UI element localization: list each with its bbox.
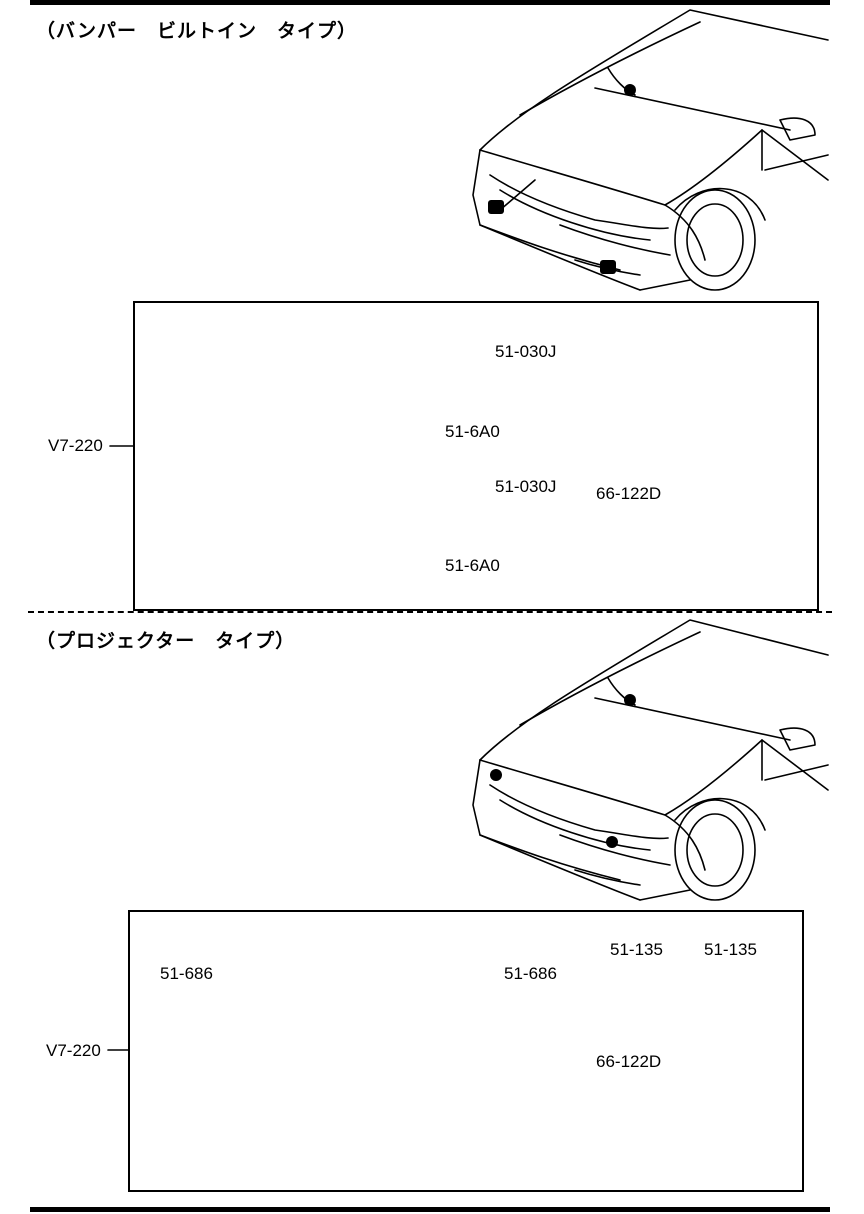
fog-lamp-markers-car2: [490, 694, 636, 848]
callout-switch-box2: 66-122D: [596, 1052, 662, 1071]
fog-lamp-markers-car1: [488, 84, 636, 274]
callout-bulb-lower: 51-030J: [495, 477, 557, 496]
bottom-border-rule: [30, 1207, 830, 1212]
section-title-projector: （プロジェクター タイプ）: [36, 631, 296, 652]
section-title-bumper-builtin: （バンパー ビルトイン タイプ）: [36, 21, 357, 42]
callout-fog-lamp-lower: 51-6A0: [445, 556, 500, 575]
section-divider: [28, 611, 832, 613]
kit-code-label-bumper: V7-220: [48, 436, 103, 455]
kit-code-label-projector: V7-220: [46, 1041, 101, 1060]
callout-switch-box1: 66-122D: [596, 484, 662, 503]
car-illustration-bumper-type: [472, 9, 829, 291]
top-border-rule: [30, 0, 830, 5]
kit-contents-box-bumper: [133, 301, 819, 611]
car-illustration-projector-type: [472, 619, 829, 901]
callout-bulb-right: 51-686: [504, 964, 557, 983]
kit-contents-box-projector: [128, 910, 804, 1192]
callout-screws-left: 51-135: [610, 940, 663, 959]
callout-fog-lamp-upper: 51-6A0: [445, 422, 500, 441]
callout-bulb-upper: 51-030J: [495, 342, 557, 361]
callout-bulb-left: 51-686: [160, 964, 213, 983]
callout-screws-right: 51-135: [704, 940, 757, 959]
